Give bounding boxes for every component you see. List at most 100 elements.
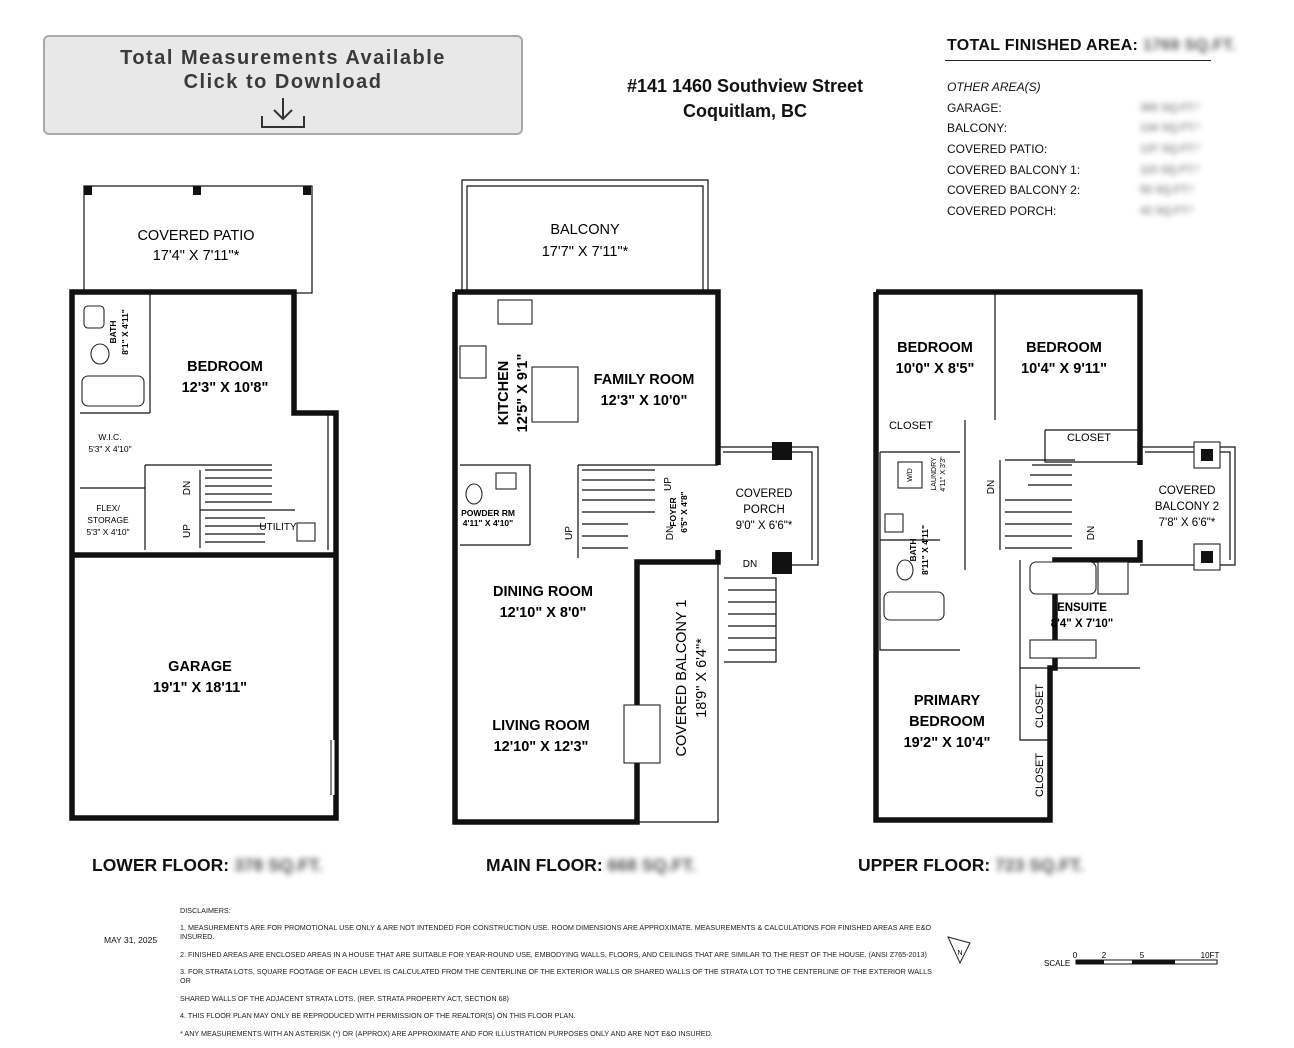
upper-bath-toilet	[896, 559, 914, 581]
covered-balcony2-name2: BALCONY 2	[1155, 501, 1219, 513]
lower-patio-dim: 17'4" X 7'11"*	[153, 248, 240, 264]
main-stairs	[582, 469, 655, 549]
main-dn-label: DN	[665, 526, 676, 540]
lower-floor-label: LOWER FLOOR: 378 SQ.FT.	[92, 855, 322, 876]
bathtub	[81, 375, 145, 407]
powder-toilet	[465, 483, 483, 505]
summary-divider	[945, 60, 1211, 61]
disclaimer-line: * ANY MEASUREMENTS WITH AN ASTERISK (*) …	[180, 1028, 713, 1038]
lower-floor-label-text: LOWER FLOOR:	[92, 855, 230, 875]
upper-floor-plan: BEDROOM 10'0" X 8'5" BEDROOM 10'4" X 9'1…	[873, 289, 1236, 823]
kitchen-dim: 12'5" X 9'1"	[515, 354, 531, 433]
toilet	[90, 343, 110, 365]
porch-dim: 9'0" X 6'6"*	[736, 520, 793, 532]
upper-floor-value: 723 SQ.FT.	[995, 855, 1084, 875]
upper-bath-name: BATH	[908, 539, 918, 562]
lower-interior-walls	[80, 292, 329, 550]
download-line2: Click to Download	[183, 71, 383, 93]
area-row-covered-porch-label: COVERED PORCH:	[947, 204, 1057, 218]
dining-room-dim: 12'10" X 8'0"	[500, 605, 587, 621]
download-measurements-button[interactable]: Total Measurements Available Click to Do…	[43, 35, 523, 135]
powder-sink	[495, 472, 517, 490]
ensuite-bathtub	[1029, 561, 1097, 595]
lower-flex-name2: STORAGE	[87, 515, 129, 525]
download-icon	[261, 98, 305, 128]
disclaimer-block: DISCLAIMERS: 1. MEASUREMENTS ARE FOR PRO…	[180, 898, 940, 1048]
porch-name1: COVERED	[736, 488, 793, 500]
closet-label-4: CLOSET	[1034, 753, 1046, 797]
disclaimer-line: SHARED WALLS OF THE ADJACENT STRATA LOTS…	[180, 993, 509, 1003]
upper-stairs	[1005, 464, 1072, 549]
lower-stairs	[199, 469, 272, 548]
sink	[83, 305, 105, 329]
covered-balcony1-name: COVERED BALCONY 1	[674, 600, 690, 757]
patio-post	[84, 186, 92, 195]
dining-room-name: DINING ROOM	[493, 584, 593, 600]
kitchen-name: KITCHEN	[496, 361, 512, 425]
disclaimer-line: 3. FOR STRATA LOTS, SQUARE FOOTAGE OF EA…	[180, 967, 932, 986]
lower-bedroom-name: BEDROOM	[187, 359, 263, 375]
laundry-name: LAUNDRY	[931, 457, 938, 491]
upper-bath-sink	[884, 513, 904, 533]
address-line2: Coquitlam, BC	[683, 101, 807, 121]
main-exterior-walls	[452, 289, 721, 825]
ensuite-vanity	[1029, 639, 1097, 659]
living-room-name: LIVING ROOM	[492, 718, 589, 734]
foyer-name: FOYER	[668, 497, 678, 526]
download-line1: Total Measurements Available	[120, 47, 446, 69]
upper-dn-label-2: DN	[1086, 526, 1097, 540]
main-floor-label-text: MAIN FLOOR:	[486, 855, 603, 875]
balcony2-post-fill	[1201, 551, 1213, 563]
main-balcony-name: BALCONY	[550, 222, 620, 238]
floor-plans: COVERED PATIO 17'4" X 7'11"* BEDROOM 12'…	[69, 179, 1236, 968]
upper-bedroom1-dim: 10'0" X 8'5"	[896, 361, 975, 377]
stove	[459, 345, 487, 379]
upper-bedroom1-name: BEDROOM	[897, 340, 973, 356]
porch-post	[772, 552, 792, 574]
fireplace	[623, 704, 661, 764]
powder-room-dim: 4'11" X 4'10"	[463, 518, 513, 528]
area-row-covered-balcony1-label: COVERED BALCONY 1:	[947, 163, 1081, 177]
lower-flex-name1: FLEX/	[96, 503, 120, 513]
main-up-label-2: UP	[663, 477, 674, 491]
area-row-balcony-value: 134 SQ.FT.*	[1140, 122, 1200, 134]
porch-post	[772, 442, 792, 460]
main-floor-value: 668 SQ.FT.	[607, 855, 697, 875]
balcony2-post	[1193, 441, 1221, 469]
covered-balcony2-outline	[1140, 446, 1236, 566]
water-heater	[296, 522, 316, 542]
area-row-garage-value: 365 SQ.FT.*	[1140, 102, 1200, 114]
area-row-covered-balcony1-value: 115 SQ.FT.*	[1140, 164, 1200, 176]
washer-dryer-label: W/D	[907, 468, 914, 482]
lower-dn-label: DN	[182, 481, 193, 495]
family-room-dim: 12'3" X 10'0"	[601, 393, 688, 409]
area-row-covered-patio-label: COVERED PATIO:	[947, 142, 1048, 156]
primary-bedroom-name2: BEDROOM	[909, 714, 985, 730]
main-balcony-dim: 17'7" X 7'11"*	[542, 244, 629, 260]
lower-bath-dim: 8'1" X 4'11"	[120, 309, 130, 355]
porch-name2: PORCH	[743, 504, 785, 516]
kitchen-sink	[497, 299, 533, 325]
main-interior-walls	[460, 464, 718, 558]
patio-post	[193, 186, 201, 195]
upper-bathtub	[883, 591, 945, 621]
upper-floor-label: UPPER FLOOR: 723 SQ.FT.	[858, 855, 1084, 876]
patio-post	[303, 186, 311, 195]
upper-interior-walls	[879, 292, 1140, 810]
address-line1: #141 1460 Southview Street	[626, 76, 864, 96]
total-finished-area-label: TOTAL FINISHED AREA:	[947, 37, 1139, 54]
foyer-dim: 6'5" X 4'8"	[679, 491, 689, 532]
upper-floor-label-text: UPPER FLOOR:	[858, 855, 991, 875]
porch-dn-label: DN	[743, 559, 757, 570]
area-row-covered-balcony2-value: 50 SQ.FT.*	[1140, 184, 1194, 196]
north-arrow-icon: N	[947, 936, 971, 965]
closet-label-1: CLOSET	[889, 420, 933, 432]
garage-name: GARAGE	[168, 659, 232, 675]
main-floor-plan: BALCONY 17'7" X 7'11"* KITCHEN 12'5" X 9…	[452, 179, 819, 825]
lower-bedroom-dim: 12'3" X 10'8"	[182, 380, 269, 396]
upper-bedroom2-name: BEDROOM	[1026, 340, 1102, 356]
ensuite-name: ENSUITE	[1057, 602, 1107, 614]
main-floor-label: MAIN FLOOR: 668 SQ.FT.	[486, 855, 696, 876]
scale-label: SCALE	[1044, 959, 1070, 968]
closet-label-2: CLOSET	[1067, 432, 1111, 444]
